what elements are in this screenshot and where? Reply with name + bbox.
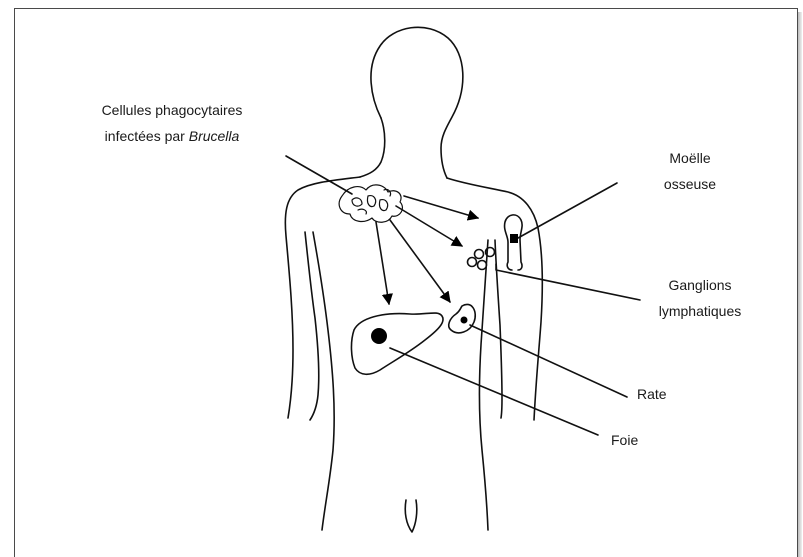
label-spleen: Rate [637,381,667,407]
torso-right [479,240,488,530]
leader-phagocytes [286,156,352,194]
arrow-to-lymph-nodes [396,206,462,246]
label-bone-marrow-line1: Moëlle [650,145,730,171]
arrow-to-spleen [390,220,450,302]
label-bone-marrow-line2: osseuse [650,171,730,197]
lymph-node-1 [475,250,484,259]
label-lymph-nodes-line2: lymphatiques [640,298,760,324]
right-shoulder-arm [447,178,542,420]
lymph-node-4 [478,261,487,270]
torso-left [313,232,334,530]
neck-left [360,118,385,177]
label-phagocytes: Cellules phagocytaires infectées par Bru… [62,97,282,149]
label-phagocytes-line1: Cellules phagocytaires [62,97,282,123]
spleen-lesion [461,317,468,324]
label-phagocytes-line2-prefix: infectées par [105,128,189,144]
label-bone-marrow: Moëlle osseuse [650,145,730,197]
arrow-to-bone-marrow [404,196,478,218]
arrow-to-liver [376,222,389,304]
label-liver: Foie [611,427,638,453]
leader-spleen [470,325,627,397]
left-shoulder-arm [285,177,360,418]
groin-line [405,500,417,532]
head-outline [371,27,463,178]
phagocyte-cluster [339,185,402,222]
leader-liver [390,348,598,435]
liver-lesion [371,328,387,344]
label-lymph-nodes: Ganglions lymphatiques [640,272,760,324]
label-phagocytes-line2-italic: Brucella [189,128,240,144]
left-inner-arm [305,232,319,420]
label-phagocytes-line2: infectées par Brucella [62,123,282,149]
lymph-node-3 [468,258,477,267]
marrow-lesion [510,234,518,243]
label-lymph-nodes-line1: Ganglions [640,272,760,298]
leader-bone-marrow [518,183,617,238]
